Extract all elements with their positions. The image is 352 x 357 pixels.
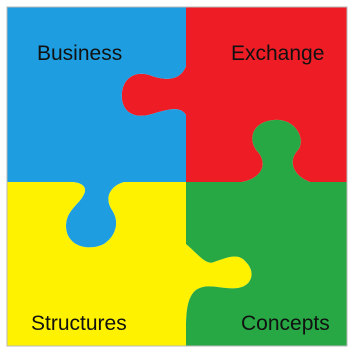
label-concepts: Concepts — [241, 312, 330, 335]
puzzle-frame — [6, 6, 348, 347]
label-business: Business — [37, 42, 122, 65]
puzzle-piece-top-right — [121, 7, 347, 182]
label-structures: Structures — [31, 312, 127, 335]
label-exchange: Exchange — [231, 42, 324, 65]
puzzle-piece-bottom-left — [7, 182, 252, 346]
puzzle-piece-top-left — [7, 7, 186, 248]
puzzle-piece-bottom-right — [186, 119, 347, 346]
